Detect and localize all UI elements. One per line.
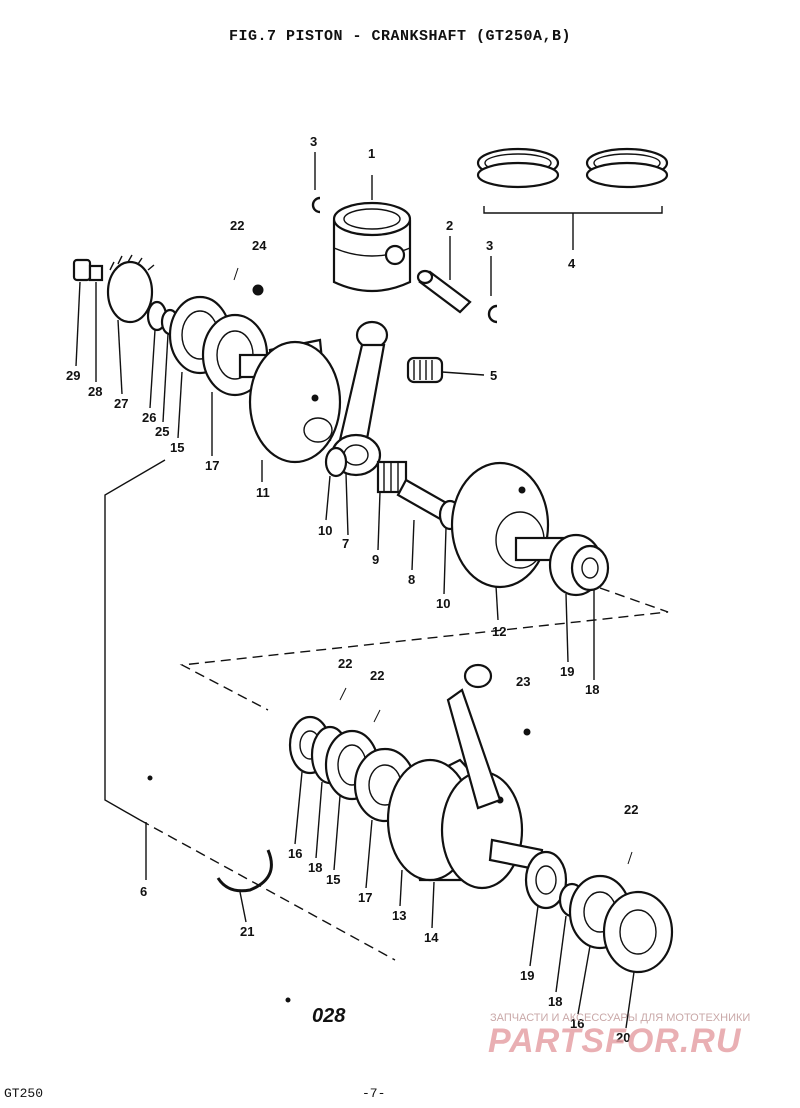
circlips-drawing (311, 152, 498, 324)
label-12: 12 (492, 624, 506, 639)
right-flywheel-drawing (450, 461, 610, 597)
label-15: 15 (326, 872, 340, 887)
label-18: 18 (548, 994, 562, 1009)
label-22: 22 (338, 656, 352, 671)
footer-model: GT250 (4, 1086, 44, 1101)
small-end-bearing-drawing (406, 356, 485, 384)
figure-title: FIG.7 PISTON - CRANKSHAFT (GT250A,B) (228, 28, 572, 45)
label-29: 29 (66, 368, 80, 383)
label-18: 18 (308, 860, 322, 875)
assembly-bracket-lines (104, 459, 669, 961)
lower-crankshaft-drawing (386, 663, 633, 890)
label-16: 16 (288, 846, 302, 861)
label-15: 15 (170, 440, 184, 455)
label-8: 8 (408, 572, 415, 587)
label-28: 28 (88, 384, 102, 399)
label-13: 13 (392, 908, 406, 923)
label-27: 27 (114, 396, 128, 411)
label-21: 21 (240, 924, 254, 939)
label-10: 10 (436, 596, 450, 611)
label-14: 14 (424, 930, 439, 945)
left-crank-end-drawing (72, 254, 282, 397)
label-10: 10 (318, 523, 332, 538)
label-6: 6 (140, 884, 147, 899)
label-3: 3 (310, 134, 317, 149)
label-11: 11 (256, 485, 270, 500)
label-26: 26 (142, 410, 156, 425)
label-1: 1 (368, 146, 375, 161)
label-22: 22 (230, 218, 244, 233)
label-7: 7 (342, 536, 349, 551)
label-23: 23 (516, 674, 530, 689)
label-19: 19 (560, 664, 574, 679)
label-2: 2 (446, 218, 453, 233)
piston-rings-drawing (476, 147, 669, 250)
circlip-21-drawing (216, 849, 273, 893)
piston-drawing (332, 175, 412, 293)
part-number-labels: 1 2 3 3 4 5 6 7 8 9 10 10 11 12 13 14 15… (66, 134, 638, 1045)
diagram-code: 028 (312, 1005, 346, 1027)
label-4: 4 (568, 256, 576, 271)
label-22: 22 (370, 668, 384, 683)
label-18: 18 (585, 682, 599, 697)
label-17: 17 (358, 890, 372, 905)
label-16: 16 (570, 1016, 584, 1031)
footer-page-number: -7- (362, 1086, 386, 1101)
watermark-brand: PARTSFOR.RU (488, 1022, 742, 1060)
piston-pin-drawing (416, 236, 472, 314)
leader-lines (75, 281, 635, 1029)
left-flywheel-drawing (248, 338, 342, 464)
label-25: 25 (155, 424, 169, 439)
lower-right-bearings-drawing (524, 850, 674, 974)
label-5: 5 (490, 368, 497, 383)
label-22: 22 (624, 802, 638, 817)
lower-left-bearings-drawing (288, 687, 417, 823)
label-17: 17 (205, 458, 219, 473)
label-3: 3 (486, 238, 493, 253)
label-20: 20 (616, 1030, 630, 1045)
label-19: 19 (520, 968, 534, 983)
label-9: 9 (372, 552, 379, 567)
watermark-tagline: ЗАПЧАСТИ И АКСЕССУАРЫ ДЛЯ МОТОТЕХНИКИ (490, 1012, 751, 1024)
label-24: 24 (252, 238, 267, 253)
